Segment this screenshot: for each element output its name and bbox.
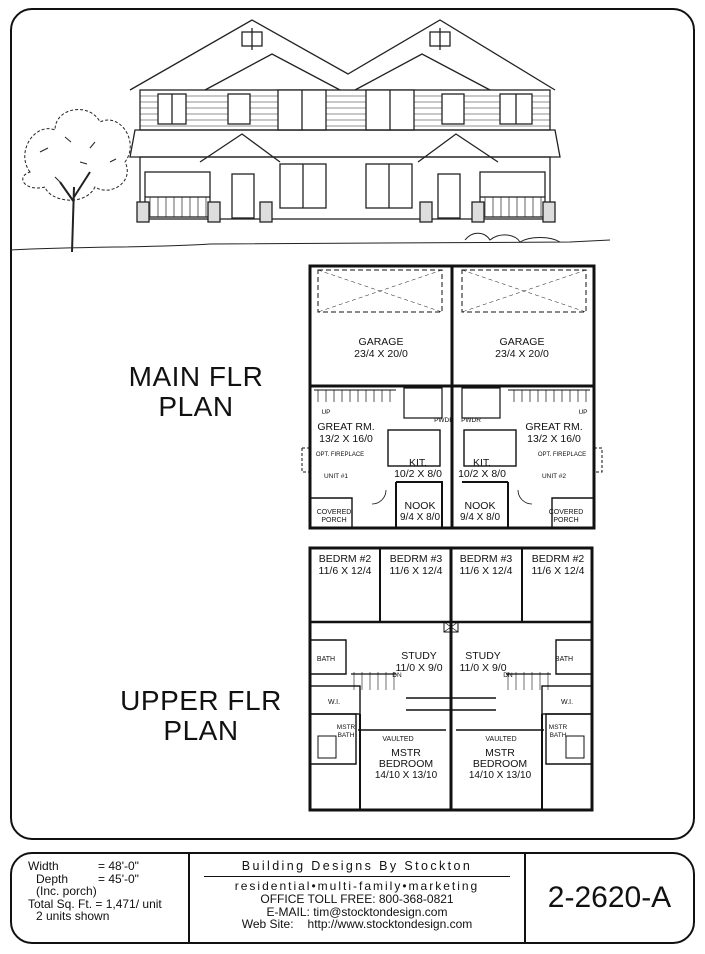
depth-value: = 45'-0" bbox=[98, 871, 139, 886]
great-room-left-label: GREAT RM. bbox=[317, 421, 374, 433]
master-bath-right-line1: MSTR bbox=[549, 724, 568, 731]
walk-in-right-label: W.I. bbox=[561, 699, 573, 706]
website-line: Web Site: http://www.stocktondesign.com bbox=[190, 918, 524, 931]
master-bedroom-right-line2: BEDROOM bbox=[473, 758, 527, 770]
plan-number: 2-2620-A bbox=[547, 881, 672, 914]
study-left-dim: 11/0 X 9/0 bbox=[395, 662, 442, 674]
master-bedroom-right-line1: MSTR bbox=[485, 747, 515, 759]
total-sqft: Total Sq. Ft. = 1,471/ unit bbox=[28, 896, 162, 911]
bedroom3-left-dim: 11/6 X 12/4 bbox=[390, 565, 443, 577]
email-label: E-MAIL: bbox=[266, 904, 310, 919]
great-room-right-label: GREAT RM. bbox=[525, 421, 582, 433]
tree-illustration bbox=[22, 109, 131, 253]
stair-up-right-label: UP bbox=[578, 409, 587, 416]
drawing-sheet bbox=[10, 8, 695, 840]
main-floor-title-line1: MAIN FLR bbox=[128, 361, 264, 392]
bedroom2-right-dim: 11/6 X 12/4 bbox=[532, 565, 585, 577]
bedroom2-right-label: BEDRM #2 bbox=[532, 553, 585, 565]
vaulted-right-label: VAULTED bbox=[485, 736, 516, 743]
powder-right-label: PWDR bbox=[461, 417, 481, 424]
specs-panel: Width = 48'-0" Depth = 45'-0" (Inc. porch)… bbox=[12, 854, 190, 942]
porch-left-line2: PORCH bbox=[321, 517, 346, 524]
master-bedroom-left-line2: BEDROOM bbox=[379, 758, 433, 770]
kitchen-left-dim: 10/2 X 8/0 bbox=[394, 468, 442, 480]
nook-left-label: NOOK bbox=[405, 500, 436, 512]
porch-right-line1: COVERED bbox=[549, 509, 584, 516]
kitchen-right-label: KIT. bbox=[473, 457, 491, 469]
website-label: Web Site: bbox=[241, 917, 294, 931]
depth-note: (Inc. porch) bbox=[36, 884, 97, 898]
nook-left-dim: 9/4 X 8/0 bbox=[400, 512, 440, 523]
bedroom2-left-dim: 11/6 X 12/4 bbox=[319, 565, 372, 577]
garage-left-dim: 23/4 X 20/0 bbox=[354, 348, 408, 360]
bedroom3-right-label: BEDRM #3 bbox=[460, 553, 513, 565]
unit-left-label: UNIT #1 bbox=[324, 473, 348, 480]
master-bedroom-right-dim: 14/10 X 13/10 bbox=[469, 770, 532, 781]
fireplace-right-label: OPT. FIREPLACE bbox=[538, 452, 586, 458]
stair-up-left-label: UP bbox=[321, 409, 330, 416]
master-bath-right-line2: BATH bbox=[550, 732, 567, 739]
study-right-label: STUDY bbox=[465, 650, 501, 662]
bedroom3-left-label: BEDRM #3 bbox=[390, 553, 443, 565]
great-room-left-dim: 13/2 X 16/0 bbox=[319, 433, 373, 445]
main-floor-title-line2: PLAN bbox=[158, 391, 234, 422]
study-right-dim: 11/0 X 9/0 bbox=[459, 662, 506, 674]
study-left-label: STUDY bbox=[401, 650, 437, 662]
nook-right-label: NOOK bbox=[465, 500, 496, 512]
office-phone: OFFICE TOLL FREE: 800-368-0821 bbox=[260, 892, 454, 906]
upper-floor-title-line1: UPPER FLR bbox=[120, 685, 282, 716]
great-room-right-dim: 13/2 X 16/0 bbox=[527, 433, 581, 445]
nook-right-dim: 9/4 X 8/0 bbox=[460, 512, 500, 523]
depth-label: Depth bbox=[36, 871, 69, 886]
garage-right-dim: 23/4 X 20/0 bbox=[495, 348, 549, 360]
company-panel: Building Designs By Stockton residential… bbox=[190, 854, 526, 942]
stair-down-right-label: DN bbox=[503, 672, 513, 679]
garage-left-label: GARAGE bbox=[359, 336, 404, 348]
walk-in-left-label: W.I. bbox=[328, 699, 340, 706]
stair-down-left-label: DN bbox=[392, 672, 402, 679]
website-url[interactable]: http://www.stocktondesign.com bbox=[307, 917, 473, 931]
main-floor-plan-title: MAIN FLR PLAN bbox=[116, 362, 276, 422]
bath-right-label: BATH bbox=[555, 656, 573, 663]
bedroom2-left-label: BEDRM #2 bbox=[319, 553, 372, 565]
company-name: Building Designs By Stockton bbox=[241, 859, 473, 873]
width-value: = 48'-0" bbox=[98, 859, 139, 873]
kitchen-right-dim: 10/2 X 8/0 bbox=[458, 468, 506, 480]
porch-right-line2: PORCH bbox=[553, 517, 578, 524]
powder-left-label: PWDR bbox=[434, 417, 454, 424]
fireplace-left-label: OPT. FIREPLACE bbox=[316, 452, 364, 458]
master-bedroom-left-dim: 14/10 X 13/10 bbox=[375, 770, 438, 781]
company-divider bbox=[204, 876, 510, 877]
unit-right-label: UNIT #2 bbox=[542, 473, 566, 480]
company-tagline: residential•multi-family•marketing bbox=[234, 879, 480, 893]
upper-floor-plan-title: UPPER FLR PLAN bbox=[106, 686, 296, 746]
email-address[interactable]: tim@stocktondesign.com bbox=[313, 904, 448, 919]
master-bath-left-line1: MSTR bbox=[337, 724, 356, 731]
units-shown: 2 units shown bbox=[36, 909, 110, 923]
porch-left-line1: COVERED bbox=[317, 509, 352, 516]
front-elevation-drawing bbox=[10, 19, 610, 253]
garage-right-label: GARAGE bbox=[500, 336, 545, 348]
master-bath-left-line2: BATH bbox=[338, 732, 355, 739]
vaulted-left-label: VAULTED bbox=[382, 736, 413, 743]
email-line: E-MAIL: tim@stocktondesign.com bbox=[190, 904, 524, 919]
width-label: Width bbox=[28, 859, 59, 873]
main-floor-plan: GARAGE 23/4 X 20/0 GARAGE 23/4 X 20/0 GR… bbox=[301, 264, 603, 530]
master-bedroom-left-line1: MSTR bbox=[391, 747, 421, 759]
bath-left-label: BATH bbox=[317, 656, 335, 663]
upper-floor-plan: BEDRM #2 11/6 X 12/4 BEDRM #3 11/6 X 12/… bbox=[308, 546, 594, 812]
title-block: Width = 48'-0" Depth = 45'-0" (Inc. porch)… bbox=[10, 852, 695, 944]
kitchen-left-label: KIT. bbox=[409, 457, 427, 469]
upper-floor-title-line2: PLAN bbox=[163, 715, 239, 746]
bedroom3-right-dim: 11/6 X 12/4 bbox=[460, 565, 513, 577]
